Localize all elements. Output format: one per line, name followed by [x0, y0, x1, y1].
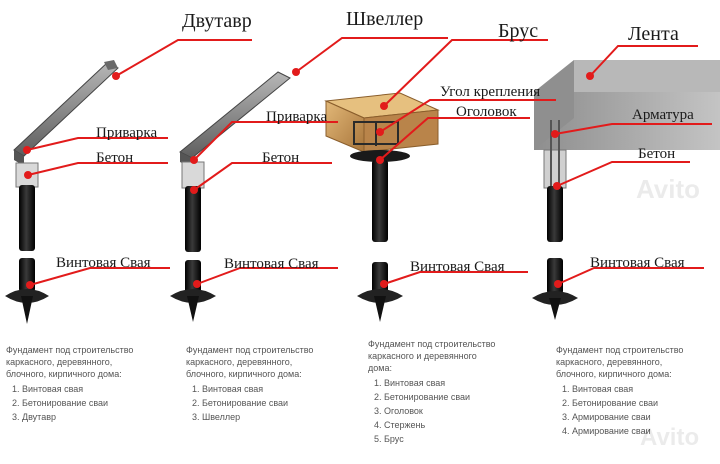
watermark-avito: Avito	[636, 174, 701, 204]
list-item: Винтовая свая	[384, 376, 544, 390]
list-item: Бетонирование сваи	[384, 390, 544, 404]
note-intro: Фундамент под строительство каркасного и…	[368, 339, 496, 373]
list-item: Брус	[384, 432, 544, 446]
leader-pile2	[196, 267, 338, 285]
leader-dots	[23, 68, 594, 289]
concrete-cap	[543, 149, 567, 189]
label-pile-2: Винтовая Свая	[224, 256, 319, 272]
note-intro: Фундамент под строительство каркасного, …	[556, 345, 684, 379]
leader-ogolovok	[379, 117, 530, 161]
label-ugol-krepleniya: Угол крепления	[440, 84, 541, 100]
note-brus: Фундамент под строительство каркасного и…	[368, 338, 544, 446]
leader-lines	[26, 37, 712, 286]
list-item: Бетонирование сваи	[572, 396, 716, 410]
list-item: Армирование сваи	[572, 424, 716, 438]
label-ogolovok: Оголовок	[456, 104, 517, 120]
leader-beton4	[556, 161, 690, 187]
label-beton-4: Бетон	[638, 146, 676, 162]
list-item: Швеллер	[202, 410, 358, 424]
label-lenta: Лента	[628, 23, 679, 45]
leader-shveller	[295, 37, 448, 73]
pile-assembly-lenta	[532, 60, 720, 320]
concrete-strip	[534, 60, 720, 92]
list-item: Оголовок	[384, 404, 544, 418]
pile-shaft	[547, 186, 563, 242]
pile-shaft	[372, 160, 388, 242]
label-pile-1: Винтовая Свая	[56, 255, 151, 271]
leader-pile4	[557, 267, 704, 285]
leader-beton2	[193, 162, 332, 191]
list-item: Двутавр	[22, 410, 176, 424]
label-beton-2: Бетон	[262, 150, 300, 166]
note-intro: Фундамент под строительство каркасного, …	[186, 345, 314, 379]
leader-dvutavr	[115, 39, 252, 77]
list-item: Армирование сваи	[572, 410, 716, 424]
leader-pile3	[383, 271, 528, 285]
leader-beton1	[27, 162, 168, 176]
note-list: Винтовая свая Бетонирование сваи Оголово…	[368, 376, 544, 446]
label-pile-4: Винтовая Свая	[590, 255, 685, 271]
leader-brus	[383, 39, 548, 107]
leader-privarka2	[193, 121, 338, 161]
list-item: Стержень	[384, 418, 544, 432]
pile-shaft	[19, 185, 35, 251]
note-dvutavr: Фундамент под строительство каркасного, …	[6, 344, 176, 424]
label-beton-1: Бетон	[96, 150, 134, 166]
list-item: Винтовая свая	[202, 382, 358, 396]
leader-lenta	[589, 45, 698, 77]
pile-shaft	[185, 186, 201, 252]
list-item: Бетонирование сваи	[22, 396, 176, 410]
label-brus: Брус	[498, 20, 539, 42]
leader-privarka1	[26, 137, 168, 151]
label-shveller: Швеллер	[346, 8, 424, 30]
label-dvutavr: Двутавр	[182, 10, 252, 32]
note-list: Винтовая свая Бетонирование сваи Двутавр	[6, 382, 176, 424]
label-pile-3: Винтовая Свая	[410, 259, 505, 275]
leader-ugol	[379, 99, 556, 133]
list-item: Винтовая свая	[572, 382, 716, 396]
label-armatura: Арматура	[632, 107, 694, 123]
list-item: Бетонирование сваи	[202, 396, 358, 410]
pile-assembly-dvutavr	[5, 60, 119, 324]
label-privarka-2: Приварка	[266, 109, 328, 125]
note-shveller: Фундамент под строительство каркасного, …	[186, 344, 358, 424]
i-beam	[13, 61, 119, 157]
list-item: Винтовая свая	[22, 382, 176, 396]
leader-pile1	[29, 267, 170, 286]
note-intro: Фундамент под строительство каркасного, …	[6, 345, 134, 379]
note-list: Винтовая свая Бетонирование сваи Швеллер	[186, 382, 358, 424]
watermark-avito-bottom: Avito	[640, 424, 700, 451]
label-privarka-1: Приварка	[96, 125, 158, 141]
leader-armatura	[554, 123, 712, 135]
note-lenta: Фундамент под строительство каркасного, …	[556, 344, 716, 438]
pile-assembly-brus	[324, 92, 440, 322]
note-list: Винтовая свая Бетонирование сваи Армиров…	[556, 382, 716, 438]
